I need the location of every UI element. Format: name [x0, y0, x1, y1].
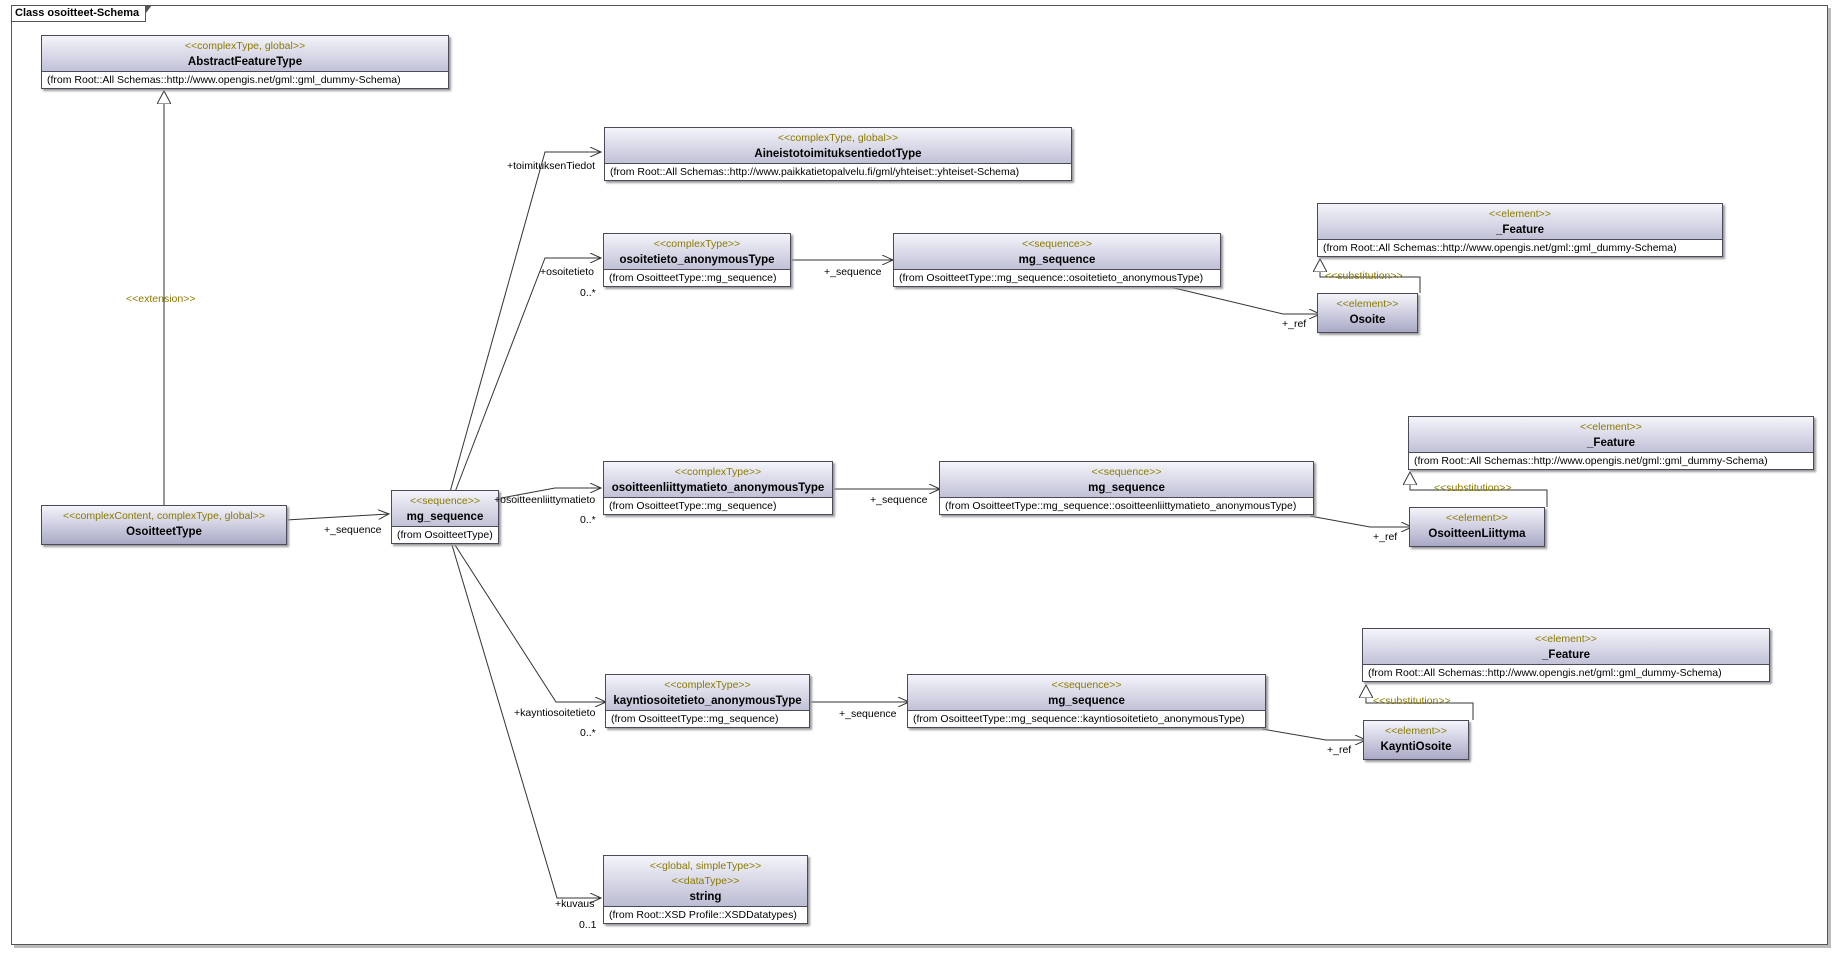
- class-name: mg_sequence: [1018, 254, 1096, 266]
- label-kayntiosoitetieto: +kayntiosoitetieto: [514, 707, 596, 719]
- class-origin: (from OsoitteetType::mg_sequence::kaynti…: [908, 710, 1265, 727]
- class-string[interactable]: <<global, simpleType>> <<dataType>> stri…: [603, 855, 808, 924]
- class-origin: (from OsoitteetType::mg_sequence): [606, 710, 809, 727]
- label-kuvaus: +kuvaus: [555, 898, 595, 910]
- edge-substitution-1: [1320, 259, 1421, 293]
- class-name: _Feature: [1587, 437, 1635, 449]
- stereotype: <<sequence>>: [409, 495, 481, 507]
- label-sequence-osoitetieto: +_sequence: [824, 266, 882, 278]
- class-osoitteenliittymatieto-anonymous-type[interactable]: <<complexType>> osoitteenliittymatieto_a…: [603, 461, 833, 515]
- stereotype: <<element>>: [1446, 512, 1508, 524]
- class-osoitteen-liittyma[interactable]: <<element>> OsoitteenLiittyma: [1409, 507, 1545, 547]
- stereotype: <<element>>: [1385, 725, 1447, 737]
- edge-kuvaus: [451, 544, 601, 898]
- class-name: AineistotoimituksentiedotType: [754, 148, 922, 160]
- label-ref-liittyma: +_ref: [1373, 531, 1398, 543]
- stereotype: <<element>>: [1336, 298, 1399, 310]
- class-feature-3[interactable]: <<element>> _Feature (from Root::All Sch…: [1362, 628, 1770, 682]
- class-name: AbstractFeatureType: [187, 56, 303, 68]
- class-abstract-feature-type[interactable]: <<complexType, global>> AbstractFeatureT…: [41, 35, 449, 89]
- class-mg-sequence-osoitetieto[interactable]: <<sequence>> mg_sequence (from Osoitteet…: [893, 233, 1221, 287]
- class-name: kayntiosoitetieto_anonymousType: [613, 695, 802, 707]
- stereotype: <<sequence>>: [1091, 466, 1162, 478]
- class-mg-sequence-liittyma[interactable]: <<sequence>> mg_sequence (from Osoitteet…: [939, 461, 1314, 515]
- label-sequence-liittyma: +_sequence: [870, 494, 928, 506]
- label-ref-kaynti: +_ref: [1327, 744, 1352, 756]
- class-origin: (from OsoitteetType::mg_sequence::osoitt…: [940, 497, 1313, 514]
- class-origin: (from Root::All Schemas::http://www.open…: [42, 71, 448, 88]
- class-origin: (from OsoitteetType::mg_sequence): [604, 497, 832, 514]
- class-osoitteet-type[interactable]: <<complexContent, complexType, global>> …: [41, 505, 287, 545]
- edge-osoitteenliittymatieto: [495, 488, 601, 500]
- edge-osoitetieto: [454, 258, 601, 493]
- frame-title: Class osoitteet-Schema: [12, 5, 153, 22]
- label-sequence-main: +_sequence: [324, 524, 382, 536]
- class-name: osoitetieto_anonymousType: [619, 254, 775, 266]
- class-origin: (from Root::All Schemas::http://www.open…: [1318, 239, 1722, 256]
- class-osoite[interactable]: <<element>> Osoite: [1317, 293, 1418, 333]
- stereotype: <<complexType, global>>: [184, 40, 306, 52]
- sequence-edge-main: [285, 514, 389, 521]
- edge-substitution-3: [1366, 685, 1474, 720]
- class-name: Osoite: [1349, 314, 1386, 326]
- label-osoitteenliittymatieto: +osoitteenliittymatieto: [494, 494, 596, 506]
- label-substitution-3: <<substitution>>: [1373, 695, 1451, 707]
- class-name: mg_sequence: [1048, 695, 1125, 707]
- label-substitution-1: <<substitution>>: [1325, 270, 1403, 282]
- stereotype: <<complexType>>: [653, 238, 741, 250]
- class-name: osoitteenliittymatieto_anonymousType: [611, 482, 825, 494]
- label-osoitetieto: +osoitetieto: [540, 266, 594, 278]
- class-origin: (from Root::All Schemas::http://www.paik…: [605, 163, 1071, 180]
- class-name: string: [689, 891, 722, 903]
- class-origin: (from Root::All Schemas::http://www.open…: [1363, 664, 1769, 681]
- class-name: mg_sequence: [1088, 482, 1165, 494]
- class-feature-1[interactable]: <<element>> _Feature (from Root::All Sch…: [1317, 203, 1723, 257]
- label-toimituksen-tiedot: +toimituksenTiedot: [507, 160, 596, 172]
- edge-toimituksen-tiedot: [449, 152, 601, 493]
- class-name: mg_sequence: [406, 511, 484, 523]
- class-name: _Feature: [1542, 649, 1590, 661]
- stereotype-secondary: <<dataType>>: [671, 875, 740, 887]
- stereotype: <<element>>: [1489, 208, 1551, 220]
- edge-ref-osoite: [1169, 286, 1320, 314]
- class-name: KayntiOsoite: [1380, 741, 1452, 753]
- stereotype: <<complexType, global>>: [777, 132, 899, 144]
- stereotype: <<element>>: [1535, 633, 1597, 645]
- stereotype: <<sequence>>: [1051, 679, 1122, 691]
- label-liittyma-multiplicity: 0..*: [580, 514, 596, 526]
- label-osoitetieto-multiplicity: 0..*: [580, 287, 596, 299]
- label-kaynti-multiplicity: 0..*: [580, 727, 596, 739]
- class-origin: (from OsoitteetType): [392, 526, 498, 543]
- edge-ref-kaynti: [1261, 728, 1366, 740]
- label-substitution-2: <<substitution>>: [1434, 482, 1512, 494]
- class-aineistotoimituksentiedot-type[interactable]: <<complexType, global>> Aineistotoimituk…: [604, 127, 1072, 181]
- stereotype: <<complexContent, complexType, global>>: [63, 510, 265, 522]
- stereotype: <<element>>: [1580, 421, 1642, 433]
- class-origin: (from OsoitteetType::mg_sequence): [604, 269, 790, 286]
- label-sequence-kaynti: +_sequence: [839, 708, 897, 720]
- class-origin: (from OsoitteetType::mg_sequence::osoite…: [894, 269, 1220, 286]
- stereotype: <<sequence>>: [1021, 238, 1093, 250]
- class-origin: (from Root::All Schemas::http://www.open…: [1409, 452, 1813, 469]
- stereotype: <<complexType>>: [674, 466, 762, 478]
- class-name: _Feature: [1496, 224, 1544, 236]
- class-name: OsoitteetType: [126, 526, 202, 538]
- class-mg-sequence-kaynti[interactable]: <<sequence>> mg_sequence (from Osoitteet…: [907, 674, 1266, 728]
- stereotype: <<global, simpleType>>: [649, 860, 762, 872]
- class-name: OsoitteenLiittyma: [1428, 528, 1526, 540]
- class-kayntiosoitetieto-anonymous-type[interactable]: <<complexType>> kayntiosoitetieto_anonym…: [605, 674, 810, 728]
- class-kaynti-osoite[interactable]: <<element>> KayntiOsoite: [1363, 720, 1469, 760]
- label-ref-osoite: +_ref: [1282, 318, 1307, 330]
- class-origin: (from Root::XSD Profile::XSDDatatypes): [604, 906, 807, 923]
- label-kuvaus-multiplicity: 0..1: [579, 919, 597, 931]
- edge-ref-liittyma: [1309, 515, 1412, 527]
- stereotype: <<complexType>>: [664, 679, 751, 691]
- edge-kayntiosoitetieto: [454, 544, 606, 702]
- class-mg-sequence-main[interactable]: <<sequence>> mg_sequence (from Osoitteet…: [391, 490, 499, 544]
- class-osoitetieto-anonymous-type[interactable]: <<complexType>> osoitetieto_anonymousTyp…: [603, 233, 791, 287]
- class-feature-2[interactable]: <<element>> _Feature (from Root::All Sch…: [1408, 416, 1814, 470]
- label-extension: <<extension>>: [126, 293, 196, 305]
- edge-substitution-2: [1410, 472, 1548, 507]
